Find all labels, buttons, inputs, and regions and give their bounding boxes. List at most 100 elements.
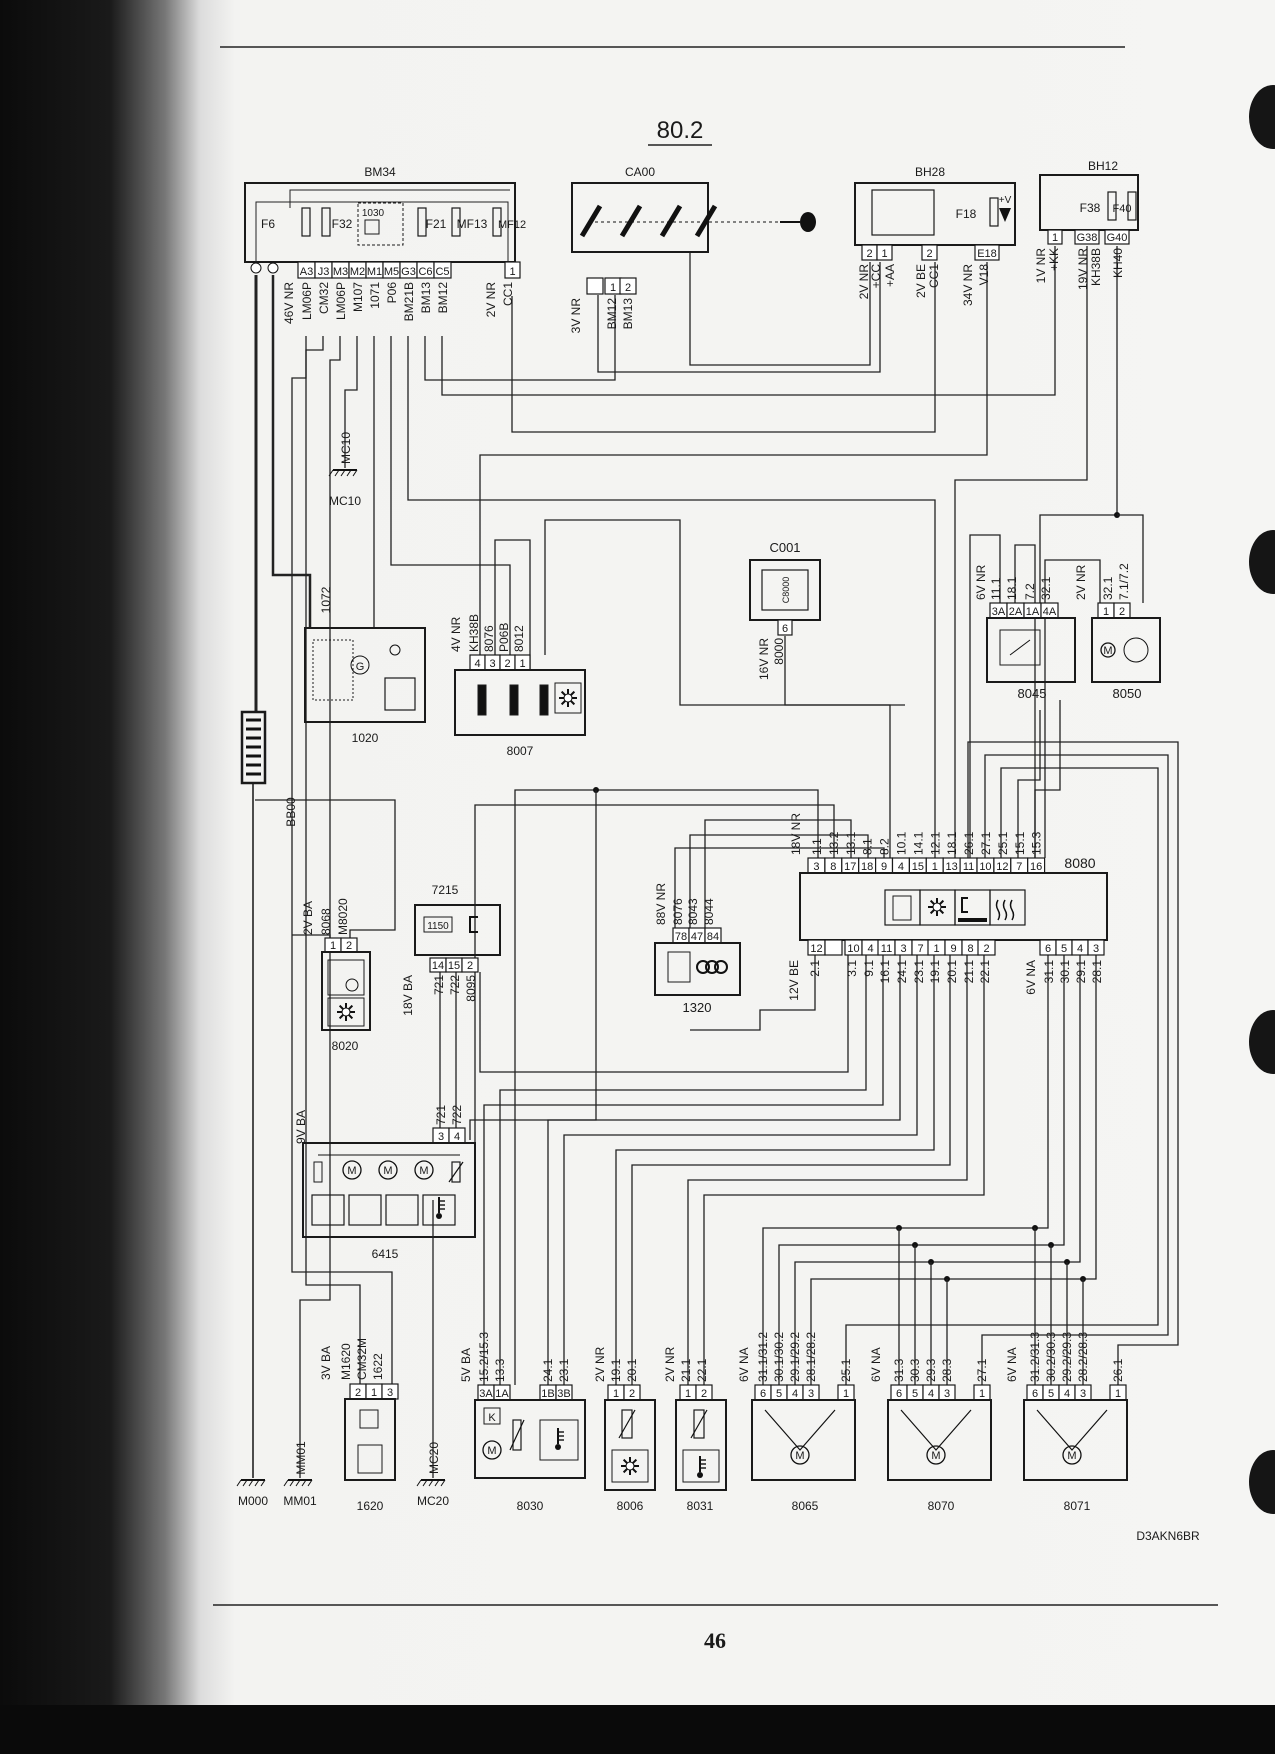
ground-label: M000: [238, 1494, 268, 1508]
variable-arrow: [509, 1419, 525, 1451]
wire: [631, 955, 951, 1385]
wire: [544, 519, 905, 706]
fuse-icon: [492, 207, 502, 237]
wire-label: KH38B: [467, 614, 481, 652]
wire-label: 31.3: [892, 1358, 906, 1382]
wire-label: 6V NA: [869, 1347, 883, 1382]
ca00-label: CA00: [625, 165, 655, 179]
wire-label: 5V BA: [459, 1348, 473, 1382]
wire-label: 2V BA: [301, 901, 315, 935]
wire: [845, 767, 1159, 1385]
pin-number: 1: [509, 266, 515, 278]
bh28-inner: [871, 189, 935, 236]
relay-coil-icon: [509, 684, 519, 716]
wire-label: 8076: [482, 625, 496, 652]
pin-number: 5: [1061, 943, 1067, 955]
wire: [597, 262, 881, 373]
wire: [483, 955, 884, 1385]
pwm-icon: [999, 629, 1041, 666]
pin-number: 1B: [541, 1388, 554, 1400]
bm34-label: BM34: [364, 165, 396, 179]
pin-number: 3: [808, 1388, 814, 1400]
pin-number: 3: [1093, 943, 1099, 955]
pin-number: 1: [843, 1388, 849, 1400]
wire-label: 28.1/28.2: [804, 1332, 818, 1382]
motor-icon: M: [482, 1440, 502, 1460]
wire-label: 24.1: [895, 960, 909, 984]
c001-connector: 6: [777, 619, 793, 636]
sensor-icon: [359, 1409, 379, 1429]
component-label: 8006: [617, 1499, 644, 1513]
heat-wave: [995, 899, 1001, 921]
sensor-icon: [512, 1419, 522, 1451]
pin-number: 1: [881, 248, 887, 260]
wire-label: M8020: [336, 898, 350, 935]
wire-label: M1620: [339, 1343, 353, 1380]
wire-label: 30.2/30.3: [1044, 1332, 1058, 1382]
wire-label: BM12: [605, 298, 619, 330]
pin-number: 2: [625, 282, 631, 294]
diagnostic-socket-label: C001: [769, 540, 800, 555]
pin-number: 10: [979, 861, 991, 873]
component-label: 8030: [517, 1499, 544, 1513]
wire-label: +CC: [869, 264, 883, 289]
component-label: 1620: [357, 1499, 384, 1513]
wire: [299, 336, 341, 1478]
pin-number: 2: [1119, 606, 1125, 618]
wire-label: 8000: [772, 638, 786, 665]
motor-icon: M: [1100, 642, 1116, 658]
pin-number: 18: [861, 861, 873, 873]
motor-icon: M: [342, 1160, 362, 1180]
pin-number: 5: [1048, 1388, 1054, 1400]
pin-number: 47: [691, 931, 703, 943]
wire: [810, 955, 1097, 1385]
wire-label: 8095: [464, 975, 478, 1002]
pin: [504, 261, 521, 279]
pin-number: 9: [950, 943, 956, 955]
wire: [689, 834, 869, 928]
switch-contact: [579, 204, 603, 238]
fuse-label: MF12: [498, 219, 526, 231]
wire: [1034, 700, 1061, 858]
motor-icon: M: [414, 1160, 434, 1180]
switch-contact: [619, 204, 643, 238]
pin-number: 12: [996, 861, 1008, 873]
ac-icon-box: [327, 997, 365, 1027]
relay-1030: [357, 202, 404, 246]
lamp-icon: [389, 644, 401, 656]
wire-label: 1622: [371, 1353, 385, 1380]
pin-number: 1: [613, 1388, 619, 1400]
pin-number: 3: [489, 658, 495, 670]
wire-label: 3V NR: [569, 298, 583, 334]
wire: [514, 789, 819, 1385]
wire: [1017, 710, 1041, 858]
wire-label: 21.1: [962, 960, 976, 984]
pin-number: 4: [1077, 943, 1083, 955]
wire-label: 1072: [319, 586, 333, 613]
pin-number: E18: [977, 248, 997, 260]
relay-unit-8007: [454, 669, 586, 736]
pin-number: M3: [333, 266, 348, 278]
wire: [390, 336, 511, 655]
display-icon: [961, 897, 968, 913]
pin-number: 15: [448, 960, 460, 972]
wire-label: +KK: [1047, 248, 1061, 271]
wire: [547, 955, 901, 1385]
fuse-icon: [989, 197, 999, 227]
wire-label: 29.1: [1074, 960, 1088, 984]
page-title: 80.2: [657, 117, 704, 144]
wire: [255, 799, 396, 952]
ac-pressure-8020: [321, 951, 371, 1031]
sensor-icon: [451, 1161, 461, 1183]
wire: [441, 246, 1056, 396]
pin-number: C6: [418, 266, 432, 278]
wire: [499, 955, 867, 1385]
pin-number: 1: [979, 1388, 985, 1400]
